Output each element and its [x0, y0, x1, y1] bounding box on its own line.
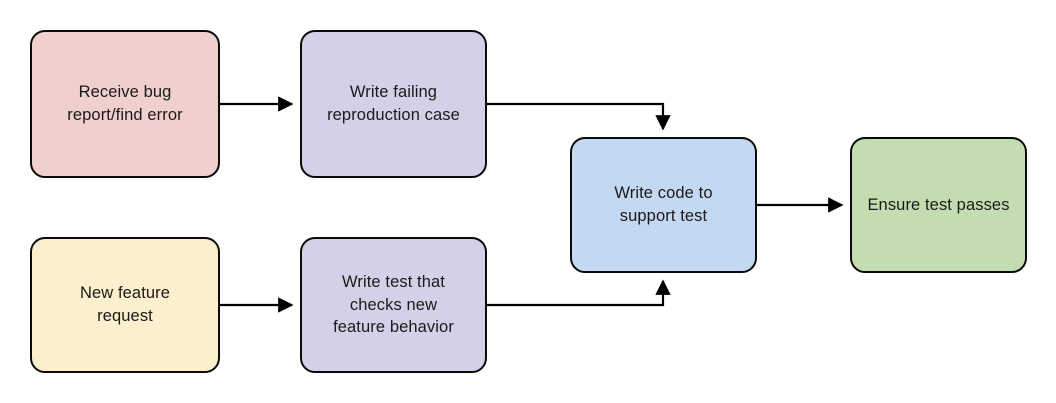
connector-edge-write-test-to-write-code — [487, 279, 671, 307]
node-label: Receive bug report/find error — [67, 83, 183, 124]
node-label: Write test that checks new feature behav… — [333, 272, 454, 337]
node-new-feature-request[interactable]: New feature request — [30, 237, 220, 373]
node-write-failing-reproduction-case[interactable]: Write failing reproduction case — [300, 30, 487, 178]
node-label: Write code to support test — [614, 184, 713, 225]
node-write-code-to-support-test[interactable]: Write code to support test — [570, 137, 757, 273]
node-ensure-test-passes[interactable]: Ensure test passes — [850, 137, 1027, 273]
node-receive-bug-report[interactable]: Receive bug report/find error — [30, 30, 220, 178]
connector-edge-failing-case-to-write-code — [487, 102, 671, 131]
node-write-test-checks-new-feature[interactable]: Write test that checks new feature behav… — [300, 237, 487, 373]
node-label: New feature request — [79, 284, 171, 325]
node-label: Write failing reproduction case — [327, 83, 460, 124]
node-label: Ensure test passes — [867, 195, 1010, 214]
